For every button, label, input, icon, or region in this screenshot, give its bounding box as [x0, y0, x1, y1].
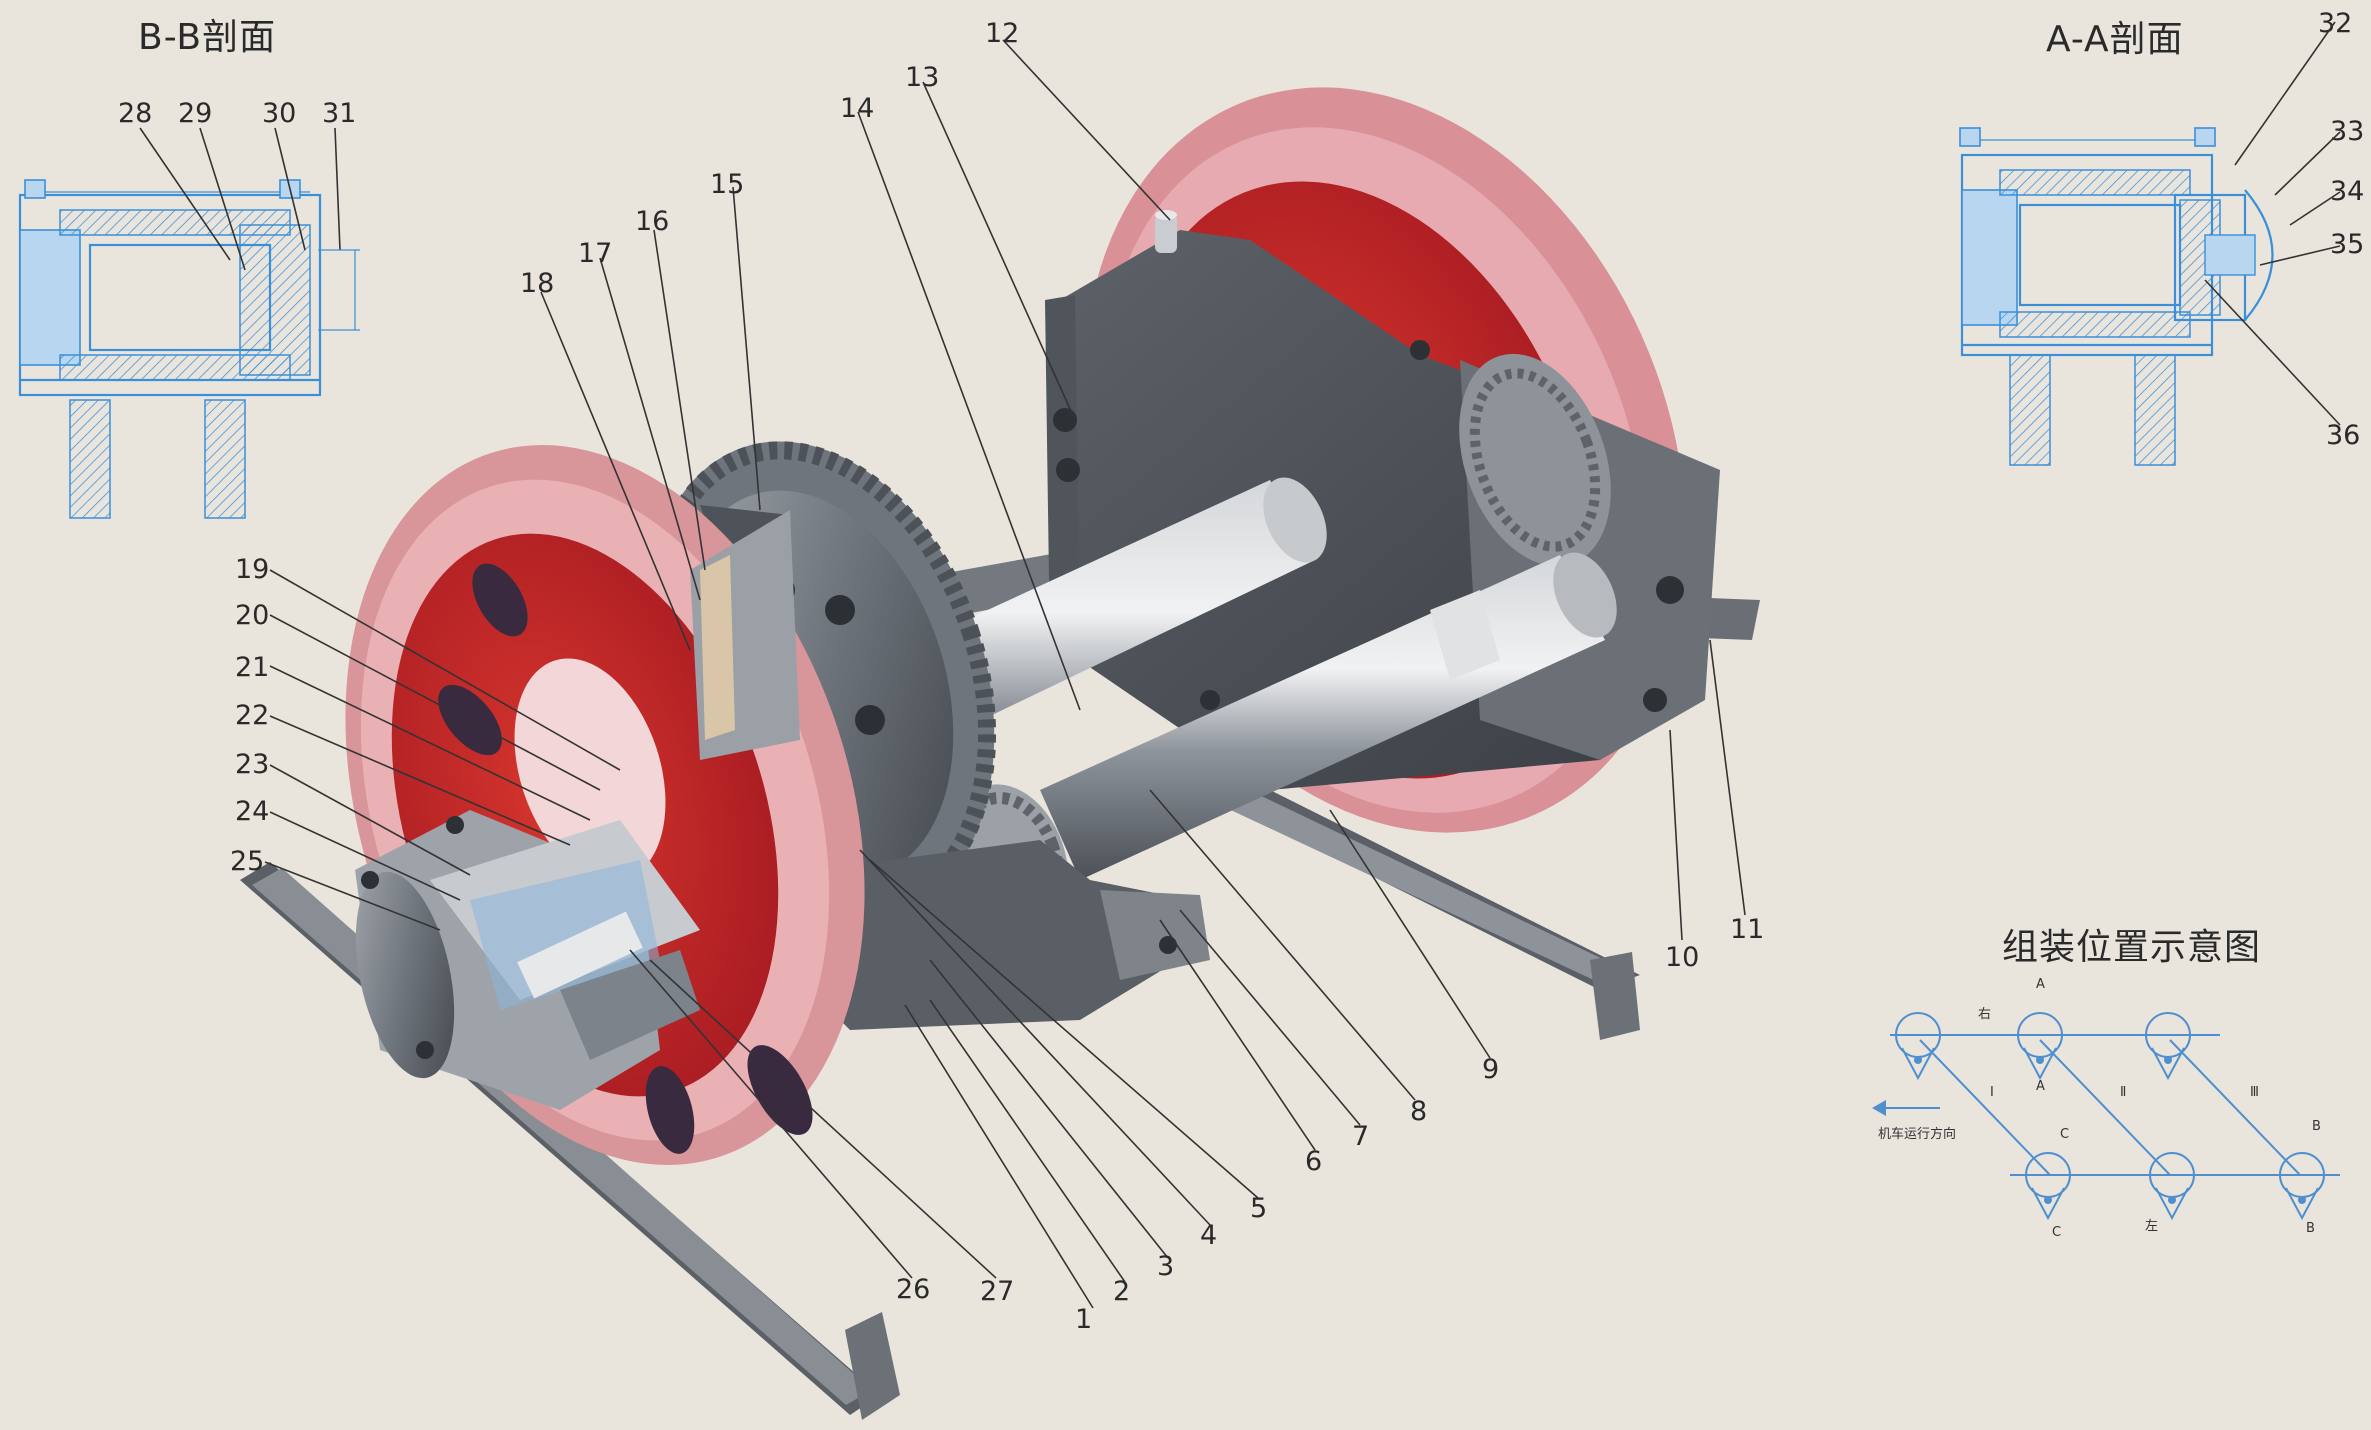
axle-box	[355, 810, 700, 1110]
callout-19: 19	[235, 554, 269, 585]
unit-top-2	[2017, 1012, 2063, 1081]
unit-bottom-1	[2025, 1152, 2071, 1221]
callout-17: 17	[578, 238, 612, 269]
callout-33: 33	[2330, 116, 2364, 147]
callout-8: 8	[1410, 1096, 1427, 1127]
callout-13: 13	[905, 62, 939, 93]
callout-23: 23	[235, 749, 269, 780]
callout-20: 20	[235, 600, 269, 631]
callout-3: 3	[1157, 1251, 1174, 1282]
aa-section-drawing	[1959, 21, 2341, 466]
direction-label: 机车运行方向	[1878, 1126, 1956, 1142]
pinion-gear	[1459, 353, 1611, 567]
label-b-right: B	[2312, 1119, 2321, 1134]
label-right: 右	[1978, 1007, 1991, 1022]
callout-numbers: 1 2 3 4 5 6 7 8 9 10 11 12 13 14 15 16 1…	[118, 8, 2364, 1335]
unit-bottom-3	[2279, 1152, 2325, 1221]
direction-arrow	[1872, 1100, 1940, 1116]
label-c-bottom: C	[2052, 1225, 2061, 1240]
callout-18: 18	[520, 268, 554, 299]
callout-21: 21	[235, 652, 269, 683]
label-c-mid: C	[2060, 1127, 2069, 1142]
callout-28: 28	[118, 98, 152, 129]
label-roman-2: Ⅱ	[2120, 1085, 2126, 1100]
callout-1: 1	[1075, 1304, 1092, 1335]
label-roman-3: Ⅲ	[2250, 1085, 2259, 1100]
label-a-top: A	[2036, 977, 2045, 992]
callout-10: 10	[1665, 942, 1699, 973]
callout-26: 26	[896, 1274, 930, 1305]
label-left: 左	[2145, 1219, 2158, 1234]
axle-motor	[1040, 552, 1617, 880]
callout-30: 30	[262, 98, 296, 129]
callout-16: 16	[635, 206, 669, 237]
assembly-diagram-title: 组装位置示意图	[2002, 927, 2262, 968]
callout-7: 7	[1352, 1121, 1369, 1152]
callout-14: 14	[840, 93, 874, 124]
callout-22: 22	[235, 700, 269, 731]
unit-bottom-2	[2149, 1152, 2195, 1221]
callout-24: 24	[235, 796, 269, 827]
callout-34: 34	[2330, 176, 2364, 207]
wheel-hub-cutaway	[690, 510, 800, 760]
callout-2: 2	[1113, 1276, 1130, 1307]
unit-top-1	[1895, 1012, 1941, 1081]
bb-section-drawing	[18, 127, 360, 519]
callout-5: 5	[1250, 1193, 1267, 1224]
callout-4: 4	[1200, 1220, 1217, 1251]
callout-15: 15	[710, 169, 744, 200]
callout-25: 25	[230, 846, 264, 877]
label-roman-1: Ⅰ	[1990, 1085, 1994, 1100]
bb-section-title: B-B剖面	[138, 17, 277, 58]
callout-31: 31	[322, 98, 356, 129]
callout-29: 29	[178, 98, 212, 129]
callout-12: 12	[985, 18, 1019, 49]
label-b-bottom: B	[2306, 1221, 2315, 1236]
callout-36: 36	[2326, 420, 2360, 451]
unit-top-3	[2145, 1012, 2191, 1081]
callout-35: 35	[2330, 229, 2364, 260]
callout-27: 27	[980, 1276, 1014, 1307]
assembly-position-diagram: 右 左 机车运行方向 A A C C B B Ⅰ Ⅱ Ⅲ	[1872, 977, 2340, 1240]
label-a-mid: A	[2036, 1079, 2045, 1094]
callout-9: 9	[1482, 1054, 1499, 1085]
callout-6: 6	[1305, 1146, 1322, 1177]
aa-section-title: A-A剖面	[2046, 19, 2184, 60]
callout-11: 11	[1730, 914, 1764, 945]
leader-lines	[264, 39, 1746, 1309]
callout-32: 32	[2318, 8, 2352, 39]
